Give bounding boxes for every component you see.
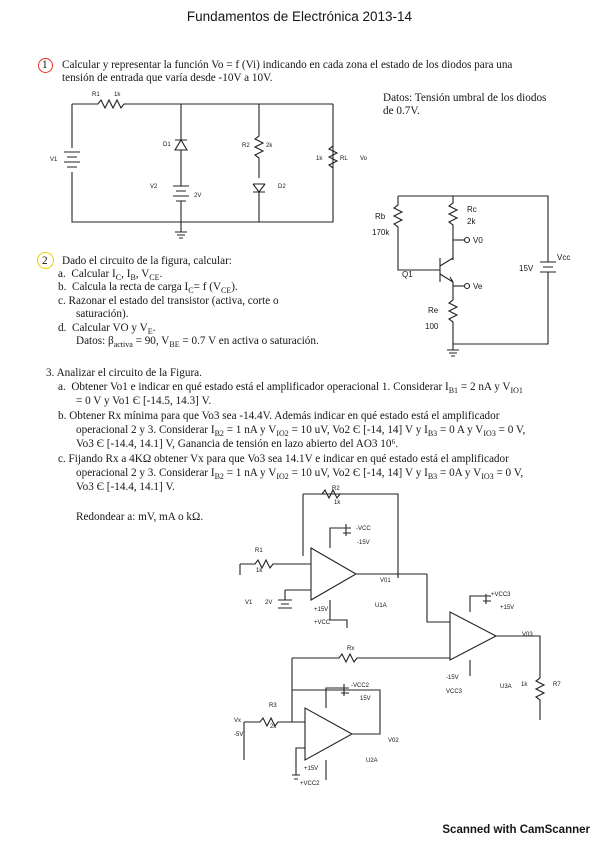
problem-3-b-1: b. Obtener Rx mínima para que Vo3 sea -1… xyxy=(58,410,500,422)
c3-r2-value: 1k xyxy=(334,500,341,506)
circuit-2-diagram xyxy=(392,195,556,357)
c2-v0-label: V0 xyxy=(473,236,483,245)
c2-re-label: Re xyxy=(428,306,439,315)
c3-u1a-label: U1A xyxy=(375,603,387,609)
c2-vcc-value: 15V xyxy=(519,264,534,273)
circuit-1-diagram xyxy=(64,98,339,239)
c1-d2-label: D2 xyxy=(278,184,286,190)
c1-r2-value: 2k xyxy=(266,143,273,149)
c2-rb-label: Rb xyxy=(375,212,386,221)
problem-1-data-2: de 0.7V. xyxy=(383,105,420,117)
c1-v2-label: V2 xyxy=(150,184,158,190)
c1-v1-label: V1 xyxy=(50,157,58,163)
c1-rl-value: 1k xyxy=(316,156,323,162)
c3-pos15c-label: +15V xyxy=(304,766,319,772)
c2-vcc-label: Vcc xyxy=(557,253,571,262)
c3-pos-vcc2-label: +VCC2 xyxy=(300,781,320,787)
c3-vo2-label: V02 xyxy=(388,738,399,744)
c3-v1-label: V1 xyxy=(245,600,253,606)
problem-2-item-c-2: saturación). xyxy=(76,308,129,320)
problem-1-circle-mark xyxy=(38,58,53,73)
problem-2-circle-mark xyxy=(37,252,54,269)
problem-3-intro: 3. Analizar el circuito de la Figura. xyxy=(46,367,202,379)
problem-3-c-1: c. Fijando Rx a 4KΩ obtener Vx para que … xyxy=(58,453,509,465)
c3-u2a-label: U2A xyxy=(366,758,378,764)
c3-vcc-neg-label: -VCC xyxy=(356,526,371,532)
c1-r1-value: 1k xyxy=(114,92,121,98)
c3-neg15-label: -15V xyxy=(357,540,370,546)
problem-3-c-3: Vo3 Є [-14.4, 14.1] V. xyxy=(76,481,175,493)
page-title: Fundamentos de Electrónica 2013-14 xyxy=(186,9,413,24)
c3-vx-value: -5V xyxy=(234,732,244,738)
c3-r7-value: 1k xyxy=(521,682,528,688)
problem-1-data-1: Datos: Tensión umbral de los diodos xyxy=(383,92,547,104)
c3-neg15b-label: -15V xyxy=(446,675,459,681)
c3-v1-value: 2V xyxy=(265,600,273,606)
scanner-watermark: Scanned with CamScanner xyxy=(442,824,590,836)
c3-vcc3-label: VCC3 xyxy=(446,689,463,695)
c3-vx-label: Vx xyxy=(234,718,242,724)
c3-vo1-label: V01 xyxy=(380,578,391,584)
problem-1-number: 1 xyxy=(42,59,48,71)
c2-re-value: 100 xyxy=(425,322,439,331)
c3-u3a-label: U3A xyxy=(500,684,512,690)
c1-rl-label: RL xyxy=(340,156,348,162)
c3-rx-label: Rx xyxy=(347,646,355,652)
c1-r1-label: R1 xyxy=(92,92,100,98)
c3-r1-value: 1k xyxy=(256,568,263,574)
c1-d1-label: D1 xyxy=(163,142,171,148)
c1-r2-label: R2 xyxy=(242,143,250,149)
problem-3-a-2: = 0 V y Vo1 Є [-14.5, 14.3] V. xyxy=(76,395,212,407)
problem-3-rounding: Redondear a: mV, mA o kΩ. xyxy=(76,511,204,523)
problem-2-item-b: b. Calcula la recta de carga IC= f (VCE)… xyxy=(58,281,238,296)
c2-rc-label: Rc xyxy=(467,205,477,214)
problem-2-data: Datos: βactiva = 90, VBE = 0.7 V en acti… xyxy=(76,335,319,350)
problem-2-item-d: d. Calcular VO y VE. xyxy=(58,322,156,337)
c3-r1-label: R1 xyxy=(255,548,263,554)
problem-3-a-1: a. Obtener Vo1 e indicar en qué estado e… xyxy=(58,381,523,396)
problem-1-line-2: tensión de entrada que varía desde -10V … xyxy=(62,72,273,84)
c3-r7-label: R7 xyxy=(553,682,561,688)
c1-v2-value: 2V xyxy=(194,193,202,199)
problem-2-intro: Dado el circuito de la figura, calcular: xyxy=(62,255,232,267)
c2-rb-value: 170k xyxy=(372,228,390,237)
c3-15v-label: 15V xyxy=(360,696,371,702)
c3-r2-label: R2 xyxy=(332,486,340,492)
c3-neg-vcc2-label: -VCC2 xyxy=(351,683,370,689)
c3-pos-vcc3-label: +VCC3 xyxy=(491,592,511,598)
c3-vo3-label: V03 xyxy=(522,632,533,638)
c3-r3-label: R3 xyxy=(269,703,277,709)
c2-rc-value: 2k xyxy=(467,217,476,226)
problem-2-item-c-1: c. Razonar el estado del transistor (act… xyxy=(58,295,279,307)
problem-3-c-2: operacional 2 y 3. Considerar IB2 = 1 nA… xyxy=(76,467,524,482)
c3-r3-value: 2k xyxy=(270,724,277,730)
c1-vo-label: Vo xyxy=(360,156,368,162)
problem-3-b-3: Vo3 Є [-14.4, 14.1] V, Ganancia de tensi… xyxy=(76,438,399,450)
circuit-3-diagram xyxy=(239,488,546,780)
problem-2-number: 2 xyxy=(42,255,48,267)
problem-2-item-a: a. Calcular IC, IB, VCE. xyxy=(58,268,163,283)
c3-pos15-label: +15V xyxy=(314,607,329,613)
problem-1-line-1: Calcular y representar la función Vo = f… xyxy=(62,59,513,71)
c3-pos-vcc-label: +VCC xyxy=(314,620,331,626)
problem-3-b-2: operacional 2 y 3. Considerar IB2 = 1 nA… xyxy=(76,424,526,439)
c2-ve-label: Ve xyxy=(473,282,483,291)
c3-pos15b-label: +15V xyxy=(500,605,515,611)
c2-q1-label: Q1 xyxy=(402,270,413,279)
